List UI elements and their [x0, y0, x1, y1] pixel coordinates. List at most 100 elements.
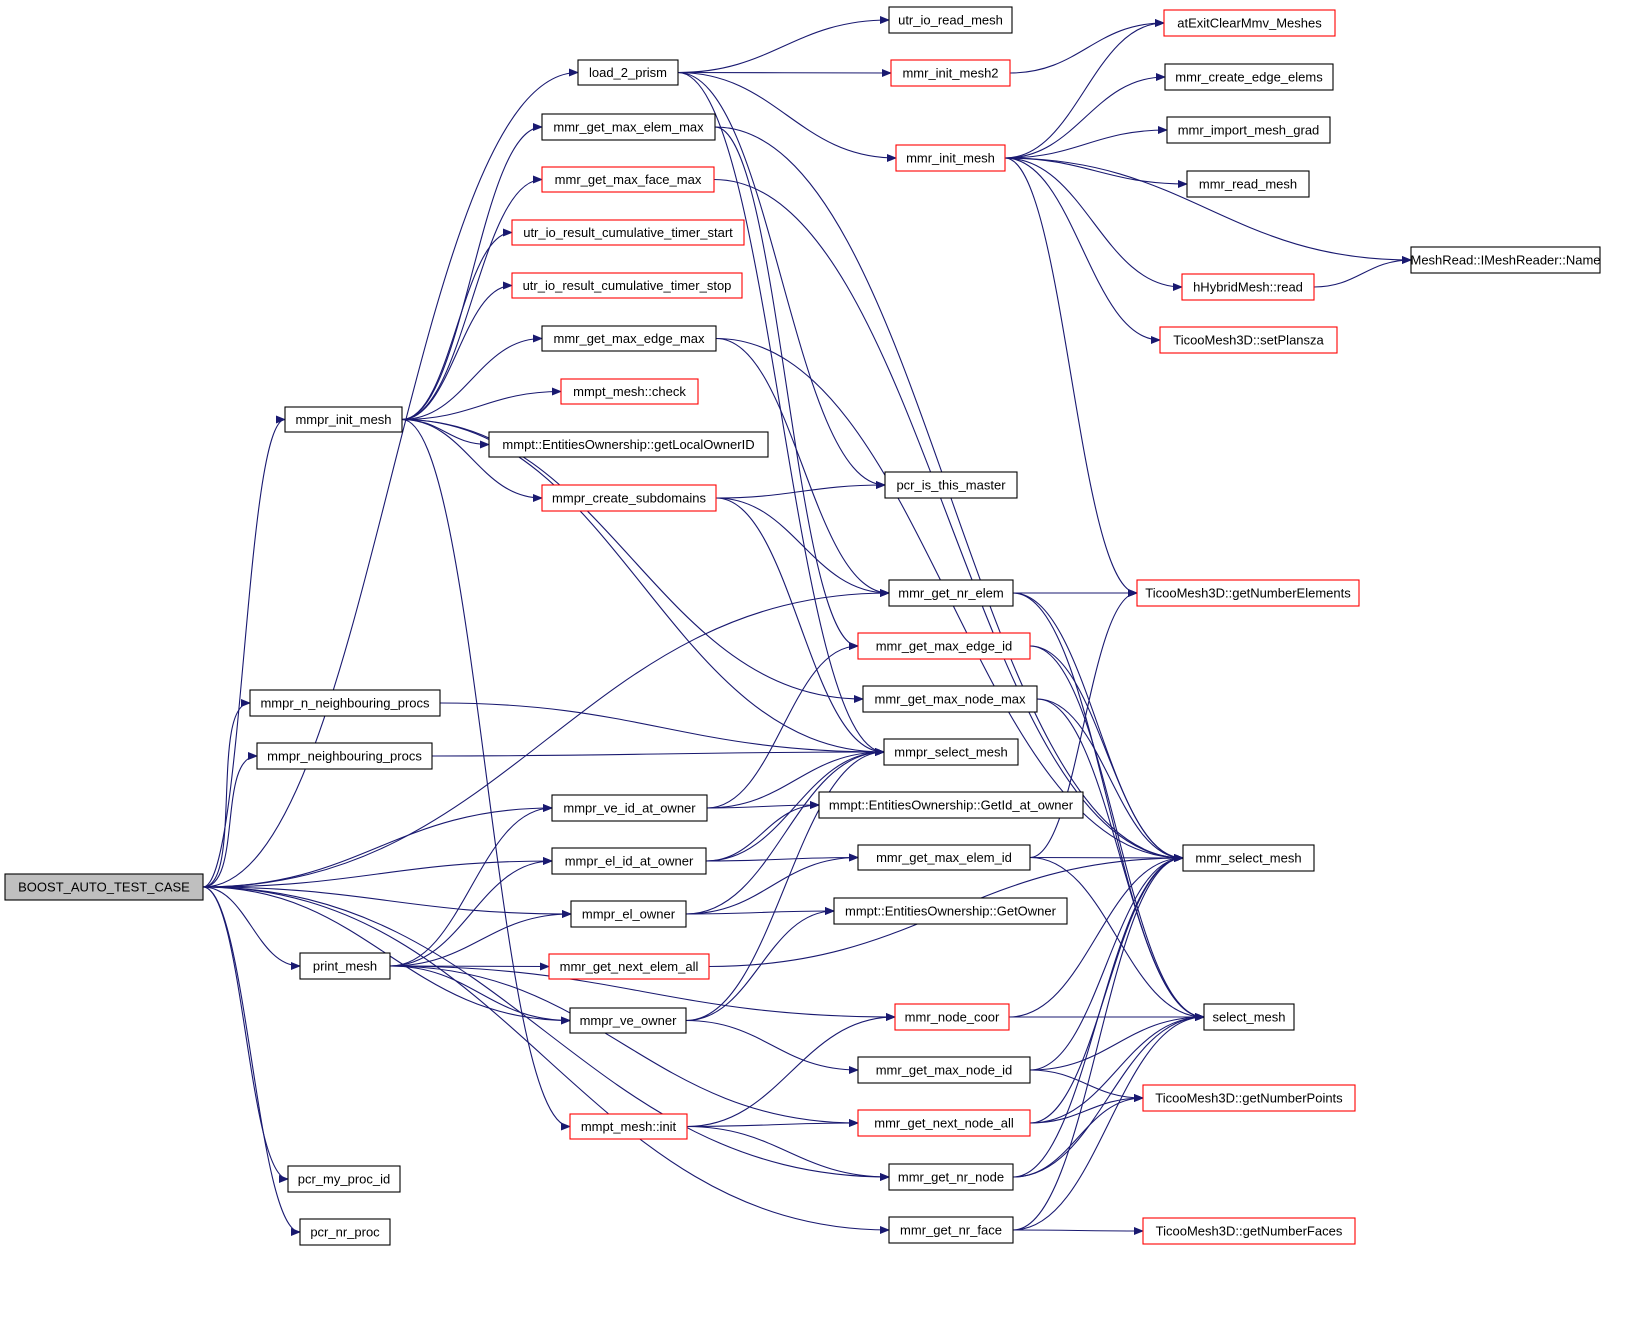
node-box [1181, 273, 1315, 301]
call-edge-nrface-to-getnumfaces [1012, 1226, 1144, 1235]
graph-node-mmr-get-next-node-all[interactable]: mmr_get_next_node_all [857, 1109, 1031, 1137]
graph-node-mmr-init-mesh[interactable]: mmr_init_mesh [895, 144, 1006, 172]
graph-node-mmpr-select-mesh[interactable]: mmpr_select_mesh [883, 738, 1019, 766]
graph-node-load-2-prism[interactable]: load_2_prism [577, 59, 679, 86]
graph-node-mmr-node-coor[interactable]: mmr_node_coor [894, 1003, 1010, 1031]
graph-node-utr-io-read-mesh[interactable]: utr_io_read_mesh [888, 6, 1013, 34]
call-edge-mmrinit-to-getnumelems [1004, 157, 1138, 597]
graph-node-hhybridmesh-read[interactable]: hHybridMesh::read [1181, 273, 1315, 301]
node-label: mmpt_mesh::check [573, 384, 686, 399]
graph-node-mmr-get-max-elem-max[interactable]: mmr_get_max_elem_max [541, 113, 716, 141]
graph-node-pcr-nr-proc[interactable]: pcr_nr_proc [299, 1218, 391, 1246]
call-edge-maxnodeid-to-getnumpoints [1029, 1069, 1144, 1102]
node-label: mmr_create_edge_elems [1175, 70, 1323, 85]
graph-node-ticoomesh3d-getnumberpoints[interactable]: TicooMesh3D::getNumberPoints [1142, 1084, 1356, 1112]
graph-node-ticoomesh3d-getnumberfaces[interactable]: TicooMesh3D::getNumberFaces [1142, 1217, 1356, 1245]
node-label: mmr_select_mesh [1195, 851, 1301, 866]
edges-layer [202, 16, 1412, 1236]
graph-node-pcr-is-this-master[interactable]: pcr_is_this_master [884, 471, 1018, 499]
node-label: mmr_init_mesh2 [902, 66, 998, 81]
graph-node-mmpr-ve-id-at-owner[interactable]: mmpr_ve_id_at_owner [551, 794, 708, 822]
node-box [511, 272, 743, 299]
graph-node-mmpt-mesh-init[interactable]: mmpt_mesh::init [569, 1113, 688, 1140]
node-box [569, 1007, 687, 1034]
node-label: mmr_get_max_edge_max [553, 331, 705, 346]
graph-node-mmpt-entitiesownership-getlocalownerid[interactable]: mmpt::EntitiesOwnership::getLocalOwnerID [488, 431, 769, 458]
call-edge-root-to-nrnode [202, 886, 890, 1181]
node-box [541, 484, 717, 512]
call-edge-createsub-to-pcrmaster [715, 481, 886, 499]
node-label: mmr_import_mesh_grad [1178, 123, 1320, 138]
graph-node-mmr-create-edge-elems[interactable]: mmr_create_edge_elems [1164, 63, 1334, 91]
graph-node-mmpr-el-owner[interactable]: mmpr_el_owner [570, 900, 687, 928]
graph-node-mmpt-entitiesownership-getowner[interactable]: mmpt::EntitiesOwnership::GetOwner [833, 897, 1068, 925]
graph-node-atexitclearmmv-meshes[interactable]: atExitClearMmv_Meshes [1163, 9, 1336, 37]
call-edge-root-to-load2prism [202, 68, 579, 888]
node-label: load_2_prism [589, 65, 667, 80]
graph-node-mmpr-init-mesh[interactable]: mmpr_init_mesh [284, 406, 403, 433]
graph-node-meshread-imeshreader-name[interactable]: MeshRead::IMeshReader::Name [1410, 246, 1601, 274]
node-box [894, 1003, 1010, 1031]
graph-node-mmpr-create-subdomains[interactable]: mmpr_create_subdomains [541, 484, 717, 512]
node-box [577, 59, 679, 86]
call-edge-veidowner-to-maxedgeid [706, 642, 859, 809]
node-box [1186, 170, 1310, 198]
node-box [570, 900, 687, 928]
call-edge-maxnodeid-to-selectmesh [1029, 1013, 1205, 1071]
node-label: mmr_get_max_elem_id [876, 850, 1012, 865]
graph-node-pcr-my-proc-id[interactable]: pcr_my_proc_id [287, 1165, 401, 1193]
call-edge-nextnodeall-to-getnumpoints [1029, 1094, 1144, 1124]
call-edge-maxnodeid-to-mmrselect [1029, 854, 1184, 1071]
nodes-layer: BOOST_AUTO_TEST_CASE load_2_prism mmpr_ini… [4, 6, 1601, 1246]
graph-node-mmr-get-nr-node[interactable]: mmr_get_nr_node [888, 1163, 1014, 1191]
node-box [541, 325, 717, 352]
call-edge-printmesh-to-elidowner [389, 857, 553, 967]
graph-node-mmr-get-nr-face[interactable]: mmr_get_nr_face [888, 1216, 1014, 1244]
graph-node-mmr-get-max-face-max[interactable]: mmr_get_max_face_max [541, 166, 715, 193]
graph-node-mmr-get-next-elem-all[interactable]: mmr_get_next_elem_all [548, 953, 710, 980]
call-edge-root-to-mmprnneigh [202, 699, 251, 888]
call-edge-createsub-to-nrelem [715, 497, 890, 597]
graph-node-mmpt-entitiesownership-getid-at-owner[interactable]: mmpt::EntitiesOwnership::GetId_at_owner [818, 791, 1084, 819]
node-label: mmpt_mesh::init [581, 1119, 677, 1134]
call-edge-root-to-pcrmyproc [202, 886, 289, 1183]
graph-node-mmpr-neighbouring-procs[interactable]: mmpr_neighbouring_procs [256, 742, 433, 770]
graph-node-mmr-get-max-edge-id[interactable]: mmr_get_max_edge_id [857, 632, 1031, 660]
node-box [541, 113, 716, 141]
call-edge-root-to-veidowner [202, 804, 553, 888]
graph-node-mmpr-n-neighbouring-procs[interactable]: mmpr_n_neighbouring_procs [249, 689, 441, 717]
graph-node-mmr-init-mesh2[interactable]: mmr_init_mesh2 [890, 59, 1011, 87]
call-edge-maxnodemax-to-mmrselect [1036, 698, 1184, 862]
graph-node-mmpr-el-id-at-owner[interactable]: mmpr_el_id_at_owner [551, 847, 707, 875]
graph-node-mmpt-mesh-check[interactable]: mmpt_mesh::check [560, 378, 699, 405]
node-box [287, 1165, 401, 1193]
graph-node-ticoomesh3d-getnumberelements[interactable]: TicooMesh3D::getNumberElements [1136, 579, 1360, 607]
graph-node-utr-io-result-cumulative-timer-stop[interactable]: utr_io_result_cumulative_timer_stop [511, 272, 743, 299]
graph-node-print-mesh[interactable]: print_mesh [299, 952, 391, 980]
call-edge-veowner-to-mmprselect [685, 748, 885, 1022]
call-edge-mmrinit2-to-atexit [1009, 19, 1165, 74]
node-label: mmpr_create_subdomains [552, 491, 706, 506]
call-edge-maxedgemax-to-nrelem [715, 337, 890, 597]
call-edge-mmprinit-to-mmprselect [401, 418, 885, 756]
graph-node-mmr-get-max-node-id[interactable]: mmr_get_max_node_id [857, 1056, 1031, 1084]
node-label: mmpr_neighbouring_procs [267, 749, 422, 764]
graph-node-mmr-get-nr-elem[interactable]: mmr_get_nr_elem [888, 579, 1014, 607]
graph-node-mmpr-ve-owner[interactable]: mmpr_ve_owner [569, 1007, 687, 1034]
node-box [299, 1218, 391, 1246]
graph-node-select-mesh[interactable]: select_mesh [1203, 1003, 1295, 1031]
graph-node-boost-auto-test-case[interactable]: BOOST_AUTO_TEST_CASE [4, 873, 204, 901]
graph-node-mmr-get-max-elem-id[interactable]: mmr_get_max_elem_id [857, 844, 1031, 871]
call-edge-load2prism-to-pcrmaster [677, 71, 886, 489]
graph-node-mmr-read-mesh[interactable]: mmr_read_mesh [1186, 170, 1310, 198]
node-label: mmpr_init_mesh [295, 412, 391, 427]
node-box [895, 144, 1006, 172]
graph-node-mmr-get-max-edge-max[interactable]: mmr_get_max_edge_max [541, 325, 717, 352]
graph-node-ticoomesh3d-setplansza[interactable]: TicooMesh3D::setPlansza [1159, 326, 1338, 354]
graph-node-mmr-get-max-node-max[interactable]: mmr_get_max_node_max [862, 685, 1038, 713]
graph-node-utr-io-result-cumulative-timer-start[interactable]: utr_io_result_cumulative_timer_start [511, 219, 745, 246]
graph-node-mmr-import-mesh-grad[interactable]: mmr_import_mesh_grad [1166, 116, 1331, 144]
node-box [857, 844, 1031, 871]
node-label: print_mesh [313, 959, 377, 974]
graph-node-mmr-select-mesh[interactable]: mmr_select_mesh [1182, 844, 1315, 872]
